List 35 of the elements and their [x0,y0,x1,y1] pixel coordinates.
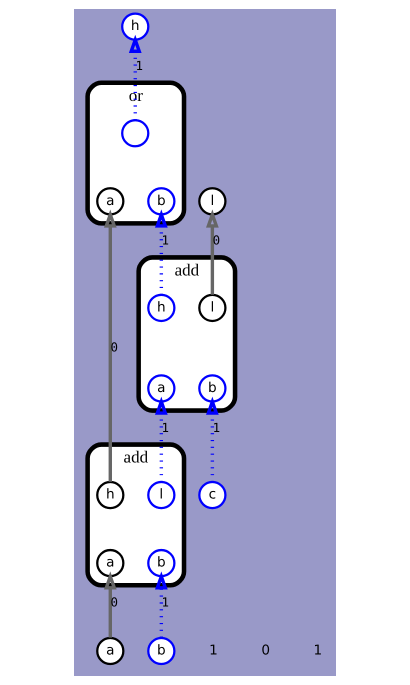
arrow [128,34,142,120]
node-circle [121,119,150,148]
node-circle: b [198,374,227,403]
node-circle: l [198,187,227,216]
node-circle: b [147,187,176,216]
node-circle: c [198,480,227,510]
node-circle: a [96,548,124,578]
node-circle: h [121,12,150,41]
node-circle: a [96,187,124,216]
edge-label: 0 [110,339,118,354]
edge-label: 1 [162,594,170,610]
node-circle: h [147,294,176,322]
edge-label: 0 [212,232,220,248]
arrow [154,209,168,295]
label: 1 [314,642,322,659]
edge-label: 1 [135,58,143,74]
arrow [104,209,117,482]
node-circle: a [96,636,124,666]
arrow [104,571,117,638]
node-circle: b [147,636,176,666]
label: 1 [209,642,218,659]
edge-label: 1 [162,420,170,435]
arrow [154,571,168,638]
label: 0 [261,642,270,659]
edge-label: 1 [212,420,220,435]
arrow [154,396,168,482]
node-circle: a [147,374,176,403]
node-circle: b [147,548,176,578]
edge-label: 0 [110,594,118,610]
arrow [206,209,219,295]
node-circle: l [198,294,227,322]
node-circle: l [147,480,176,510]
arrow [206,396,219,482]
edge-label: 1 [162,232,170,248]
node-circle: h [96,480,124,510]
